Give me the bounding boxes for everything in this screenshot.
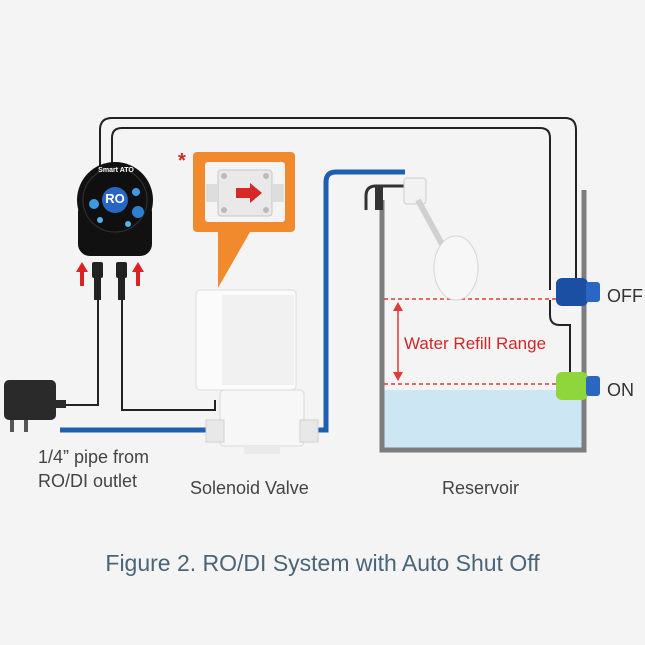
- valve-callout: [193, 152, 295, 288]
- on-label: ON: [607, 380, 634, 400]
- off-label: OFF: [607, 286, 643, 306]
- pipe-label-line2: RO/DI outlet: [38, 471, 138, 491]
- sensor-on-icon: [556, 372, 600, 400]
- outlet-pipe: [318, 169, 405, 433]
- power-adapter-icon: [4, 380, 66, 432]
- device-badge: RO: [105, 191, 125, 206]
- sensor-cable-on: [549, 300, 571, 378]
- power-cable-right: [121, 275, 216, 411]
- pipe-label: 1/4” pipe from RO/DI outlet: [38, 445, 198, 493]
- reservoir-tank: [379, 190, 587, 453]
- flow-arrow-icon: [236, 183, 262, 203]
- sensor-cable-inner: [111, 127, 551, 290]
- power-cable-left: [60, 275, 99, 406]
- device-title: Smart ATO: [98, 167, 134, 174]
- sensor-cable-outer: [99, 117, 577, 285]
- callout-asterisk: *: [178, 150, 186, 172]
- refill-range-arrow: [393, 302, 403, 381]
- valve-label: Solenoid Valve: [190, 478, 309, 498]
- figure-caption: Figure 2. RO/DI System with Auto Shut Of…: [105, 550, 540, 576]
- float-valve: [364, 177, 479, 301]
- plug-icon-right: [116, 262, 127, 300]
- refill-range-label: Water Refill Range: [404, 334, 547, 353]
- arrow-up-icon-left: [76, 262, 88, 286]
- pipe-label-line1: 1/4” pipe from: [38, 447, 150, 467]
- reservoir-label: Reservoir: [442, 478, 520, 498]
- arrow-up-icon-right: [132, 262, 144, 286]
- plug-icon-left: [92, 262, 103, 300]
- solenoid-valve: [195, 289, 319, 454]
- sensor-off-icon: [556, 278, 600, 306]
- smart-ato-device: [77, 162, 153, 256]
